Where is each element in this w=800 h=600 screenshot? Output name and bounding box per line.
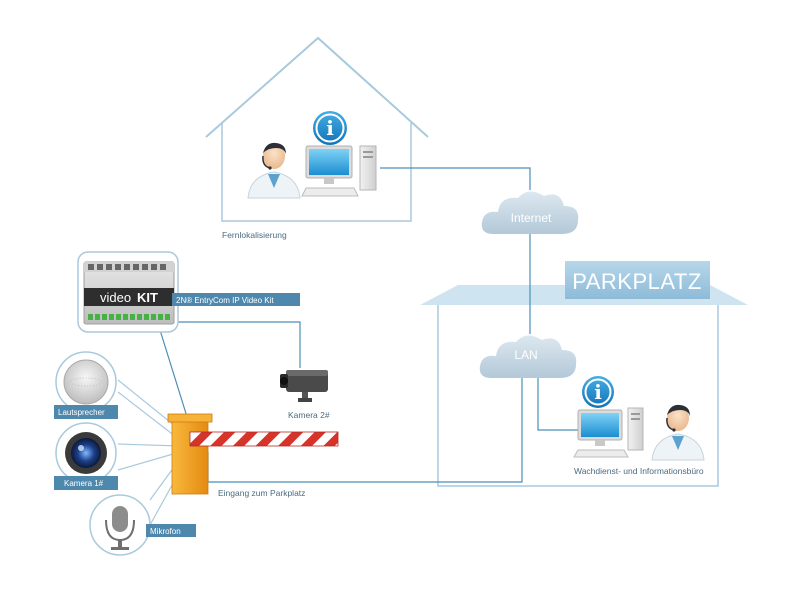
office-operator-person-icon <box>651 404 705 461</box>
info-icon: i <box>313 111 347 145</box>
office-computer-icon <box>573 407 644 458</box>
operator-person-icon <box>247 142 301 199</box>
remote-house-roof <box>205 36 429 138</box>
microphone-label: Mikrofon <box>150 527 181 536</box>
office-info-symbol: i <box>594 380 602 404</box>
camera1-label: Kamera 1# <box>64 479 104 488</box>
link-kit-camera2 <box>178 321 301 368</box>
link-lan-office <box>537 378 578 431</box>
parking-header <box>565 261 710 299</box>
computer-icon <box>301 145 377 197</box>
kit-terminals-bottom <box>88 314 170 320</box>
kit-logo-video: video <box>100 290 131 305</box>
parking-building <box>420 261 748 487</box>
internet-cloud-icon <box>481 191 579 234</box>
camera1-tag <box>54 476 118 490</box>
barrier-post <box>171 417 209 495</box>
remote-house-walls <box>221 123 412 222</box>
video-kit-label: 2N® EntryCom IP Video Kit <box>176 296 274 305</box>
remote-house <box>205 36 429 222</box>
microphone-tag <box>146 524 196 537</box>
speaker-tag <box>54 405 118 419</box>
parking-title: PARKPLATZ <box>572 269 702 294</box>
link-lan-barrier <box>207 378 523 483</box>
kit-logo-kit: KIT <box>137 290 158 305</box>
microphone-icon <box>89 494 151 556</box>
camera2-label: Kamera 2# <box>288 410 330 420</box>
ip-camera-icon <box>280 370 328 402</box>
remote-location-label: Fernlokalisierung <box>222 230 287 240</box>
speaker-label: Lautsprecher <box>58 408 105 417</box>
webcam-icon <box>55 422 117 484</box>
entrance-label: Eingang zum Parkplatz <box>218 488 305 498</box>
link-kit-barrier <box>159 329 189 421</box>
lan-cloud-icon <box>479 335 577 378</box>
security-office-label: Wachdienst- und Informationsbüro <box>574 466 704 476</box>
lan-label: LAN <box>514 348 537 362</box>
kit-terminals-top <box>88 264 166 270</box>
barrier-icon <box>167 413 339 495</box>
video-kit-tag <box>172 293 300 306</box>
internet-label: Internet <box>511 211 552 225</box>
speaker-icon <box>55 351 117 413</box>
office-info-icon: i <box>582 376 614 408</box>
info-symbol: i <box>326 116 334 140</box>
barrier-arm <box>189 431 339 447</box>
parking-walls <box>437 305 719 487</box>
link-remote-internet <box>380 167 531 190</box>
